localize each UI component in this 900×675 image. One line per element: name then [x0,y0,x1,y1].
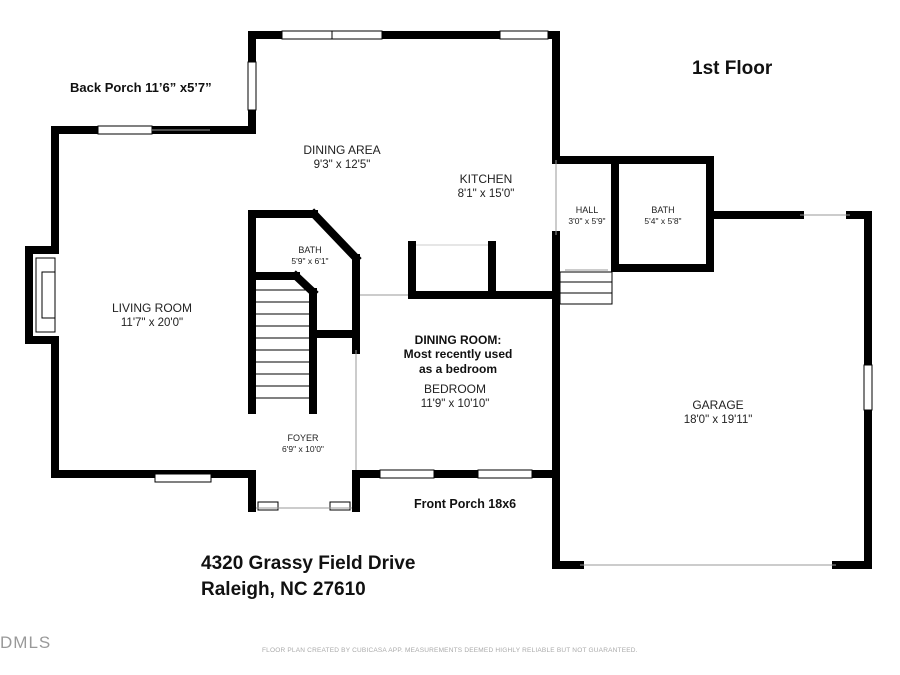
front-porch-label: Front Porch 18x6 [414,497,517,511]
living-room-name: LIVING ROOM [111,301,193,315]
foyer-label: FOYER 6'9" x 10'0" [282,433,324,455]
bath-upper-dims: 5'4" x 5'8" [644,216,682,227]
living-room-label: LIVING ROOM 11'7" x 20'0" [112,301,192,330]
hall-steps [559,271,613,305]
living-room-dims: 11'7" x 20'0" [120,317,184,329]
garage-name: GARAGE [692,398,744,412]
kitchen-label: KITCHEN 8'1" x 15'0" [458,172,515,201]
bath-center-name: BATH [298,245,322,255]
windows [97,30,873,511]
foyer-name: FOYER [287,433,319,443]
kitchen-name: KITCHEN [459,172,513,186]
footer-disclaimer: FLOOR PLAN CREATED BY CUBICASA APP. MEAS… [262,647,638,654]
walls [25,31,872,569]
garage-label: GARAGE 18'0" x 19'11" [684,398,753,427]
dining-area-name: DINING AREA [303,143,381,157]
floor-title: 1st Floor [692,58,773,79]
bath-center-label: BATH 5'9" x 6'1" [291,245,328,267]
bath-upper-label: BATH 5'4" x 5'8" [644,205,681,227]
address-city: Raleigh, NC 27610 [201,579,366,600]
fireplace [35,257,56,333]
staircase [256,289,309,399]
back-porch-label: Back Porch 11’6” x5’7” [70,80,212,95]
bedroom-label: BEDROOM 11'9" x 10'10" [421,382,490,411]
hall-label: HALL 3'0" x 5'9" [568,205,605,227]
hall-name: HALL [575,205,599,215]
dining-room-note: DINING ROOM: Most recently used as a bed… [403,333,513,376]
bath-upper-name: BATH [651,205,675,215]
foyer-dims: 6'9" x 10'0" [282,444,324,455]
openings [152,129,850,566]
bedroom-dims: 11'9" x 10'10" [420,398,490,410]
bedroom-name: BEDROOM [423,382,486,396]
dining-area-dims: 9'3" x 12'5" [313,159,371,171]
hall-dims: 3'0" x 5'9" [568,216,606,227]
dining-area-label: DINING AREA 9'3" x 12'5" [303,143,380,172]
garage-dims: 18'0" x 19'11" [683,414,753,426]
bath-center-dims: 5'9" x 6'1" [291,256,329,267]
kitchen-dims: 8'1" x 15'0" [457,188,515,200]
mls-logo: DMLS [0,633,52,652]
address-street: 4320 Grassy Field Drive [201,553,416,574]
